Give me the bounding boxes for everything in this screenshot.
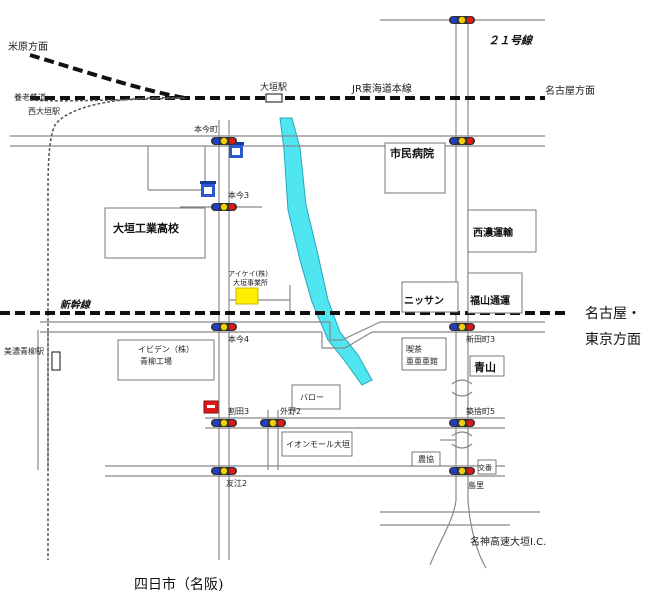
hospital-label: 市民病院 xyxy=(390,146,434,160)
mino-aoyagi-station-marker xyxy=(51,351,61,371)
traffic-signal-icon xyxy=(449,419,475,427)
traffic-signal-icon xyxy=(211,137,237,145)
traffic-signal-icon xyxy=(449,323,475,331)
honima4-label: 本今4 xyxy=(228,334,249,344)
nagoya-tokyo-label-1: 名古屋・ xyxy=(585,306,641,322)
yoro-label: 養老鉄道 xyxy=(14,92,46,102)
police-box-label: 交番 xyxy=(478,463,492,472)
hospital-building xyxy=(384,142,446,194)
traffic-signal-icon xyxy=(260,419,286,427)
traffic-signal-icon xyxy=(449,137,475,145)
yoro-railway xyxy=(47,96,186,560)
cafe-building xyxy=(401,337,447,371)
police-box-building xyxy=(477,459,497,475)
shindencho3-label: 新田町3 xyxy=(466,334,495,344)
tech-hs-building xyxy=(104,207,206,259)
tech-hs-label: 大垣工業高校 xyxy=(113,221,180,235)
shop-logo-icon xyxy=(203,400,219,414)
overpass-markers xyxy=(451,379,473,449)
river xyxy=(279,117,373,386)
traffic-signal-icon xyxy=(449,16,475,24)
traffic-signal-icon xyxy=(211,203,237,211)
nokyo-building xyxy=(411,451,441,467)
jr-maibara-curve xyxy=(29,53,186,100)
traffic-signal-icon xyxy=(211,467,237,475)
honima3-label: 本今3 xyxy=(228,190,249,200)
nokyo-label: 農協 xyxy=(418,454,434,464)
shimazato-label: 島里 xyxy=(468,480,484,490)
traffic-signal-icon xyxy=(211,323,237,331)
traffic-signals xyxy=(211,16,475,475)
fukuyama-label: 福山通運 xyxy=(469,294,510,307)
cafe-label-2: 亜亜亜館 xyxy=(406,356,438,366)
aoyama-label: 青山 xyxy=(474,360,496,374)
city-label: 四日市（名阪) xyxy=(134,576,223,593)
school-icon xyxy=(200,181,216,197)
aiki-office-marker xyxy=(235,287,259,305)
aiki-office-label: 大垣事業所 xyxy=(233,278,268,287)
nagoya-tokyo-label-2: 東京方面 xyxy=(585,332,641,348)
chikujicho5-label: 築捨町5 xyxy=(466,406,495,416)
meishin-ic-label: 名神高速大垣I.C. xyxy=(470,535,546,548)
maibara-direction-label: 米原方面 xyxy=(8,40,48,53)
honimachi-label: 本今町 xyxy=(194,124,218,134)
seino-building xyxy=(467,209,537,253)
ibiden-plant-label: 青柳工場 xyxy=(140,356,172,366)
traffic-signal-icon xyxy=(449,467,475,475)
barrow-label: バロー xyxy=(300,393,324,402)
shinkansen-label: 新幹線 xyxy=(60,299,92,311)
ogaki-station-marker xyxy=(265,93,283,103)
mino-aoyagi-label: 美濃青柳駅 xyxy=(4,346,44,356)
tokaido-label: JR東海道本線 xyxy=(351,82,412,95)
aoyama-building xyxy=(469,355,505,377)
warita3-label: 割田3 xyxy=(228,406,249,416)
hokano2-label: 外野2 xyxy=(280,406,301,416)
ibiden-company-label: イビデン（株） xyxy=(138,344,194,354)
ibiden-building xyxy=(117,339,215,381)
aiki-company-label: アイケイ(株) xyxy=(228,269,268,278)
nishi-ogaki-label: 西大垣駅 xyxy=(28,106,60,116)
aeon-label: イオンモール大垣 xyxy=(286,439,350,449)
nagoya-direction-label: 名古屋方面 xyxy=(545,84,595,97)
ogaki-station-label: 大垣駅 xyxy=(260,81,287,93)
aeon-building xyxy=(281,431,353,457)
seino-label: 西濃運輸 xyxy=(473,226,514,239)
nissan-building xyxy=(401,281,459,313)
route21-label: ２１号線 xyxy=(488,34,534,47)
cafe-label-1: 喫茶 xyxy=(406,344,422,354)
yoro-branch xyxy=(29,97,186,102)
barrow-building xyxy=(291,384,341,410)
nissan-label: ニッサン xyxy=(404,295,444,307)
tomoe2-label: 友江2 xyxy=(226,478,247,488)
traffic-signal-icon xyxy=(211,419,237,427)
fukuyama-building xyxy=(467,272,523,314)
